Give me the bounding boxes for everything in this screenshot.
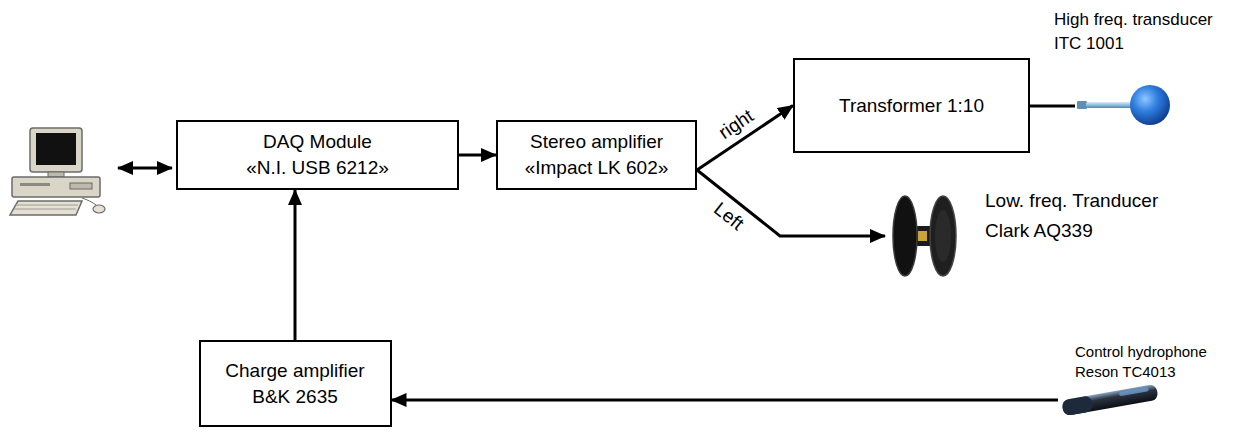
process-box: Stereo amplifier «Impact LK 602» — [496, 120, 697, 190]
box-label: DAQ Module «N.I. USB 6212» — [243, 129, 392, 180]
computer-link-arrow — [118, 167, 172, 170]
signal-connector — [392, 399, 1059, 402]
process-box: Charge amplifier B&K 2635 — [199, 340, 392, 427]
signal-connector — [459, 154, 496, 157]
box-label: Transformer 1:10 — [839, 93, 984, 119]
low-freq-transducer-picture — [893, 196, 956, 276]
signal-connector — [294, 190, 297, 340]
transducer-node: High freq. transducer ITC 1001 — [1075, 85, 1172, 127]
edge-label: right — [715, 106, 756, 142]
box-label: Charge amplifier B&K 2635 — [213, 358, 378, 409]
computer-icon — [10, 128, 105, 215]
device-label: Control hydrophone Reson TC4013 — [1075, 342, 1230, 382]
process-box: DAQ Module «N.I. USB 6212» — [176, 120, 459, 190]
transducer-node: Low. freq. Tranducer Clark AQ339 — [885, 195, 957, 277]
process-box: Transformer 1:10 — [793, 58, 1030, 153]
signal-connector — [697, 106, 793, 171]
high-freq-transducer-picture — [1077, 85, 1170, 125]
hydrophone-picture — [1061, 384, 1158, 416]
signal-connector — [697, 170, 885, 236]
device-label: Low. freq. Tranducer Clark AQ339 — [985, 186, 1190, 246]
device-label: High freq. transducer ITC 1001 — [1054, 8, 1234, 56]
box-label: Stereo amplifier «Impact LK 602» — [517, 129, 677, 180]
signal-connector — [1030, 105, 1075, 108]
hydrophone-node: Control hydrophone Reson TC4013 — [1058, 384, 1162, 416]
